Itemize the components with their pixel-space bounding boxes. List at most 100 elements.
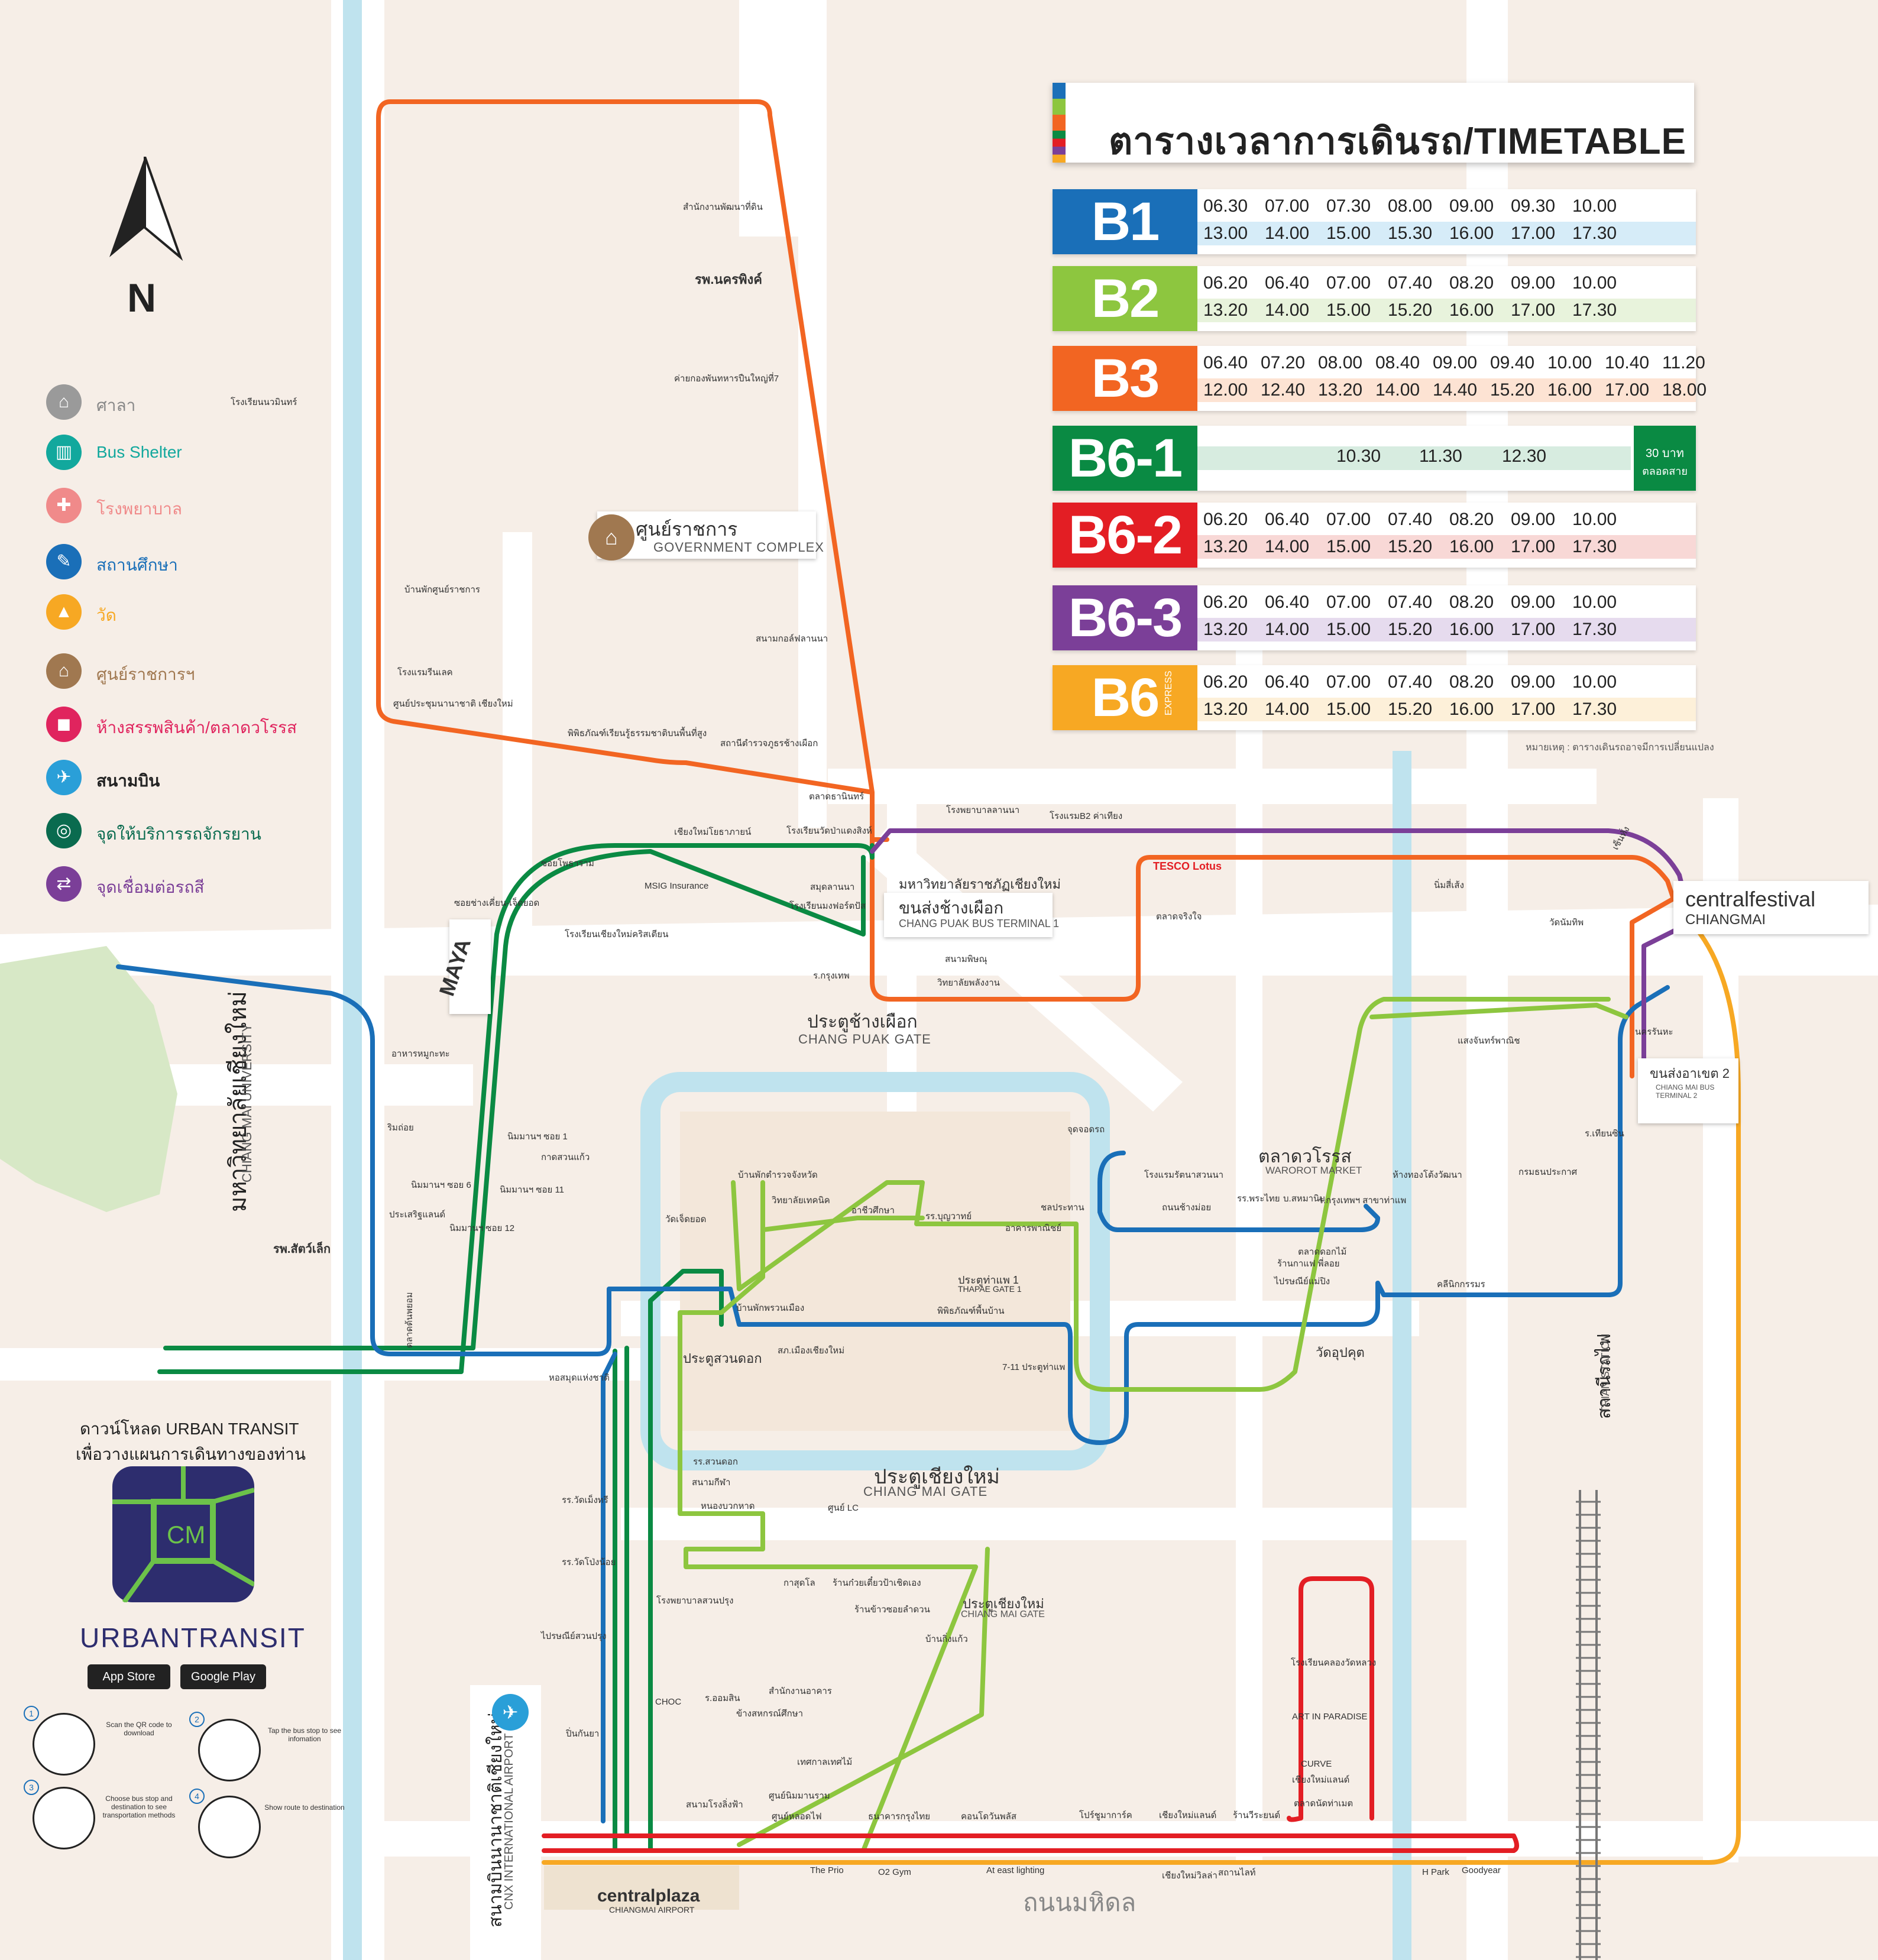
stop-label: สนามกีฬา xyxy=(692,1478,731,1488)
bicycle-icon: ◎ xyxy=(46,813,82,848)
departure-time: 15.00 xyxy=(1326,699,1371,719)
departure-time: 15.20 xyxy=(1388,620,1433,639)
stop-label: โรงพยาบาลลานนา xyxy=(946,805,1020,815)
timetable-band xyxy=(1197,535,1696,559)
departure-time: 13.00 xyxy=(1203,223,1248,243)
chiang-mai-gate-label: ประตูเชียงใหม่ xyxy=(874,1466,1000,1488)
stop-label: สถานีตำรวจภูธรช้างเผือก xyxy=(720,738,818,749)
departure-time: 15.00 xyxy=(1326,537,1371,556)
step-number: 1 xyxy=(24,1706,39,1721)
stop-label: The Prio xyxy=(810,1865,844,1875)
stop-label: ศูนย์หลอดไฟ xyxy=(772,1812,822,1822)
stop-label: วิทยาลัยเทคนิค xyxy=(772,1196,830,1206)
timetable-band xyxy=(1197,618,1696,642)
departure-time: 09.00 xyxy=(1511,592,1556,612)
stop-label: วัดนัมทิพ xyxy=(1549,918,1584,928)
google-play-button[interactable]: Google Play xyxy=(180,1664,266,1689)
stop-label: CURVE xyxy=(1301,1759,1332,1769)
stop-label: กาดสวนแก้ว xyxy=(541,1152,590,1162)
departure-time: 07.00 xyxy=(1265,196,1310,216)
timetable-header: ตารางเวลาการเดินรถ/TIMETABLE xyxy=(1053,83,1694,163)
departure-time: 12.40 xyxy=(1261,380,1306,400)
stop-label: สำนักงานพัฒนาที่ดิน xyxy=(683,202,763,212)
stop-label: รพ.นครพิงค์ xyxy=(695,272,762,287)
stop-label: ศูนย์ประชุมนานาชาติ เชียงใหม่ xyxy=(393,699,513,709)
stop-label: เชียงใหม่แลนด์ xyxy=(1159,1810,1217,1820)
departure-time: 06.40 xyxy=(1265,273,1310,293)
departure-time: 08.20 xyxy=(1449,672,1494,692)
departure-time: 16.00 xyxy=(1449,300,1494,320)
stop-label: ถนนมหิดล xyxy=(1023,1888,1136,1916)
stop-label: คลีนิกกรรมร xyxy=(1437,1279,1485,1290)
stop-label: ร.กรุงเทพฯ สาขาท่าแพ xyxy=(1319,1196,1407,1206)
stop-label: ร้านกาแฟ พี่ลอย xyxy=(1277,1259,1340,1269)
stop-label: ศูนย์นิมมานราม xyxy=(769,1791,830,1801)
stop-label: THAPAE GATE 1 xyxy=(958,1284,1022,1294)
stop-label: โรงพยาบาลสวนปรุง xyxy=(656,1596,734,1606)
stop-label: หอสมุดแห่งชาติ xyxy=(549,1373,610,1383)
stop-label: โรงแรมB2 ค่าเทียง xyxy=(1050,811,1123,821)
north-arrow-icon xyxy=(109,157,183,261)
departure-time: 14.00 xyxy=(1265,223,1310,243)
stop-label: สมุดลานนา xyxy=(810,882,855,892)
mall-icon: ◼ xyxy=(46,707,82,742)
route-badge: B2 xyxy=(1053,266,1197,331)
stop-label: เทศกาลเทศไม้ xyxy=(797,1757,853,1767)
departure-time: 07.40 xyxy=(1388,510,1433,529)
stop-label: อาคารพาณิชย์ xyxy=(1005,1223,1062,1233)
chang-puak-gate-label: ประตูช้างเผือก xyxy=(807,1012,918,1032)
route-b6-2 xyxy=(542,1576,1519,1853)
fare-note: ตลอดสาย xyxy=(1642,465,1688,477)
urban-transit-app-icon[interactable]: CM xyxy=(112,1466,255,1604)
stop-label: อาชีวศึกษา xyxy=(851,1206,895,1216)
departure-time: 08.40 xyxy=(1375,353,1420,372)
departure-time: 15.00 xyxy=(1326,223,1371,243)
stop-label: ซอยโพธาราม xyxy=(541,858,594,869)
departure-time: 17.30 xyxy=(1572,699,1617,719)
stop-label: ร้านวีระยนต์ xyxy=(1233,1810,1281,1820)
route-badge: B6-3 xyxy=(1053,585,1197,650)
stop-label: ชลประทาน xyxy=(1041,1203,1084,1213)
stop-label: โรงเรียนนวมินทร์ xyxy=(231,397,297,407)
stop-label: ร.ออมสิน xyxy=(705,1693,740,1703)
app-store-button[interactable]: App Store xyxy=(88,1664,170,1689)
step-number: 3 xyxy=(24,1780,39,1795)
step-illustration-icon xyxy=(198,1719,261,1781)
departure-time: 16.00 xyxy=(1449,537,1494,556)
departure-time: 07.40 xyxy=(1388,672,1433,692)
fare-amount: 30 บาท xyxy=(1646,447,1684,460)
step-text: Show route to destination xyxy=(264,1803,345,1812)
timetable-note: หมายเหตุ : ตารางเดินรถอาจมีการเปลี่ยนแปล… xyxy=(1526,743,1714,753)
stop-label: ซอยช่างเคี่ยน-เจ็ดยอด xyxy=(454,898,540,908)
stop-label: พิพิธภัณฑ์เรียนรู้ธรรมชาติบนพื้นที่สูง xyxy=(568,728,707,738)
legend-label: Bus Shelter xyxy=(96,443,182,461)
departure-time: 08.00 xyxy=(1318,353,1363,372)
departure-time: 17.00 xyxy=(1511,300,1556,320)
departure-time: 17.30 xyxy=(1572,620,1617,639)
departure-time: 08.00 xyxy=(1388,196,1433,216)
step-illustration-icon xyxy=(33,1787,95,1849)
route-badge: B1 xyxy=(1053,189,1197,254)
departure-time: 06.40 xyxy=(1203,353,1248,372)
route-badge: B6-1 xyxy=(1053,426,1197,491)
departure-time: 07.00 xyxy=(1326,510,1371,529)
cm-logo-icon: CM xyxy=(112,1466,255,1604)
airport-icon: ✈ xyxy=(46,760,82,795)
stop-label: ประตูสวนดอก xyxy=(683,1351,762,1366)
departure-time: 15.00 xyxy=(1326,300,1371,320)
canals xyxy=(343,0,1411,1960)
departure-time: 17.30 xyxy=(1572,223,1617,243)
stop-label: สภ.เมืองเชียงใหม่ xyxy=(778,1346,845,1356)
departure-time: 09.00 xyxy=(1511,510,1556,529)
stop-label: ไปรษณีย์สวนปรุง xyxy=(541,1631,607,1641)
stop-label: จุดจอดรถ xyxy=(1067,1125,1105,1135)
departure-time: 09.00 xyxy=(1511,273,1556,293)
stop-label: สนามพิษณุ xyxy=(945,954,987,964)
